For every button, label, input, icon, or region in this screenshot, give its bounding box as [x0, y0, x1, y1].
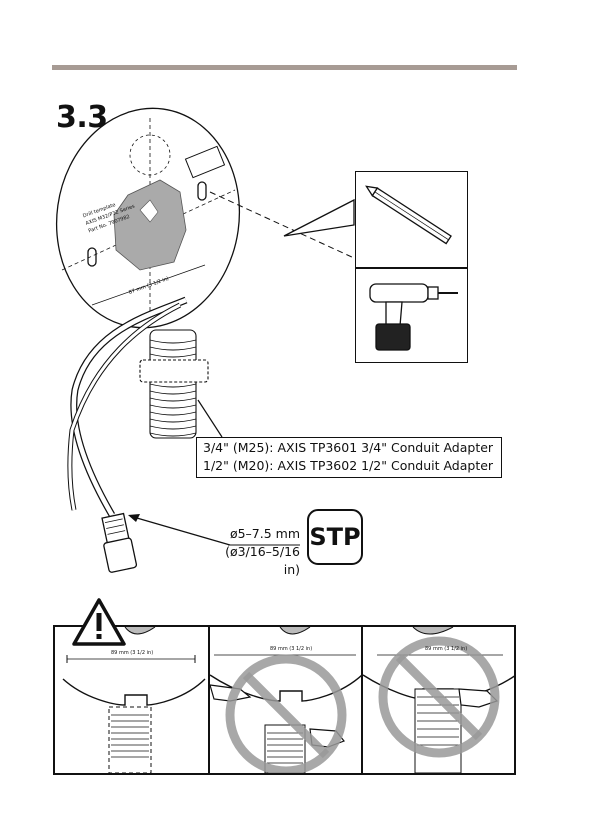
- conduit-adapter: [140, 330, 208, 438]
- tool-box: [355, 171, 468, 363]
- cable-diameter-mm: ø5–7.5 mm: [208, 525, 300, 543]
- rj45-connector: [98, 513, 137, 573]
- conduit-adapter-callout: 3/4" (M25): AXIS TP3601 3/4" Conduit Ada…: [196, 437, 502, 478]
- cable-diameter-in: (ø3/16–5/16 in): [208, 543, 300, 579]
- warning-panel-prohibited: 89 mm (3 1/2 in): [208, 627, 362, 773]
- warning-panels: 89 mm (3 1/2 in) 89 mm (3 1/2 in) 89 mm …: [53, 625, 516, 775]
- panel-dimension: 89 mm (3 1/2 in): [111, 650, 153, 656]
- cable-diameter-label: ø5–7.5 mm (ø3/16–5/16 in): [208, 525, 300, 579]
- stp-badge: STP: [307, 509, 363, 565]
- warning-triangle-icon: [72, 598, 126, 646]
- warning-panel-prohibited: 89 mm (3 1/2 in): [361, 627, 515, 773]
- drill-icon: [356, 268, 467, 363]
- conduit-adapter-option: 3/4" (M25): AXIS TP3601 3/4" Conduit Ada…: [203, 439, 493, 457]
- panel-dimension: 89 mm (3 1/2 in): [425, 646, 467, 652]
- pencil-icon: [356, 172, 467, 267]
- panel-dimension: 89 mm (3 1/2 in): [270, 646, 312, 652]
- conduit-adapter-option: 1/2" (M20): AXIS TP3602 1/2" Conduit Ada…: [203, 457, 493, 475]
- warning-panel-correct: 89 mm (3 1/2 in): [55, 627, 207, 773]
- mounting-illustration: Drill template AXIS M32/P32 Series Part …: [0, 0, 595, 600]
